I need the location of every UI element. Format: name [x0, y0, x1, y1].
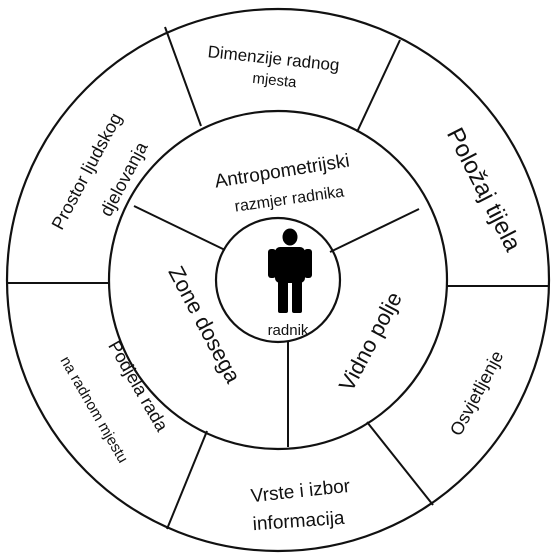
vidno-polje-text: Vidno polje: [334, 288, 407, 396]
divider-vrste-podjela: [166, 430, 208, 530]
vrste-line-2: informacija: [252, 508, 346, 535]
polozaj-text: Položaj tijela: [441, 123, 527, 256]
middle-circle: [107, 109, 449, 451]
outer-label-osvjetljenje: Osvjetljenje: [446, 347, 507, 439]
worker-torso: [275, 247, 305, 283]
divider-dimenzije-right: [356, 39, 401, 133]
divider-osvjetljenje-vrste: [366, 421, 434, 506]
worker-figure-icon: [268, 228, 312, 313]
dimenzije-line-2: mjesta: [252, 70, 298, 92]
antropometrijski-line-2: razmjer radnika: [234, 183, 346, 215]
outer-label-polozaj: Položaj tijela: [441, 123, 527, 256]
worker-right-arm: [304, 249, 312, 278]
worker-head: [282, 228, 298, 246]
divider-antropometrijski-zone: [133, 205, 226, 251]
worker-left-arm: [268, 249, 276, 278]
vrste-line-1: Vrste i izbor: [250, 476, 352, 507]
dimenzije-line-1: Dimenzije radnog: [207, 42, 341, 75]
inner-label-razmjer: razmjer radnika: [234, 183, 346, 215]
divider-dimenzije-left: [164, 26, 202, 127]
worker-right-leg: [292, 281, 302, 313]
outer-label-podjela-1: Podjela rada: [104, 337, 172, 435]
ring-circles: [5, 7, 551, 553]
outer-label-vrste-1: Vrste i izbor: [250, 476, 352, 507]
inner-circle: [214, 216, 342, 344]
outer-label-dimenzije-1: Dimenzije radnog: [207, 42, 341, 75]
outer-label-vrste-2: informacija: [252, 508, 346, 535]
podjela-line-1: Podjela rada: [104, 337, 172, 435]
center-label: radnik: [268, 322, 309, 339]
worker-left-leg: [278, 281, 288, 313]
divider-antropometrijski-vidno: [329, 208, 420, 253]
osvjetljenje-text: Osvjetljenje: [446, 347, 507, 439]
inner-label-vidno-polje: Vidno polje: [334, 288, 407, 396]
outer-label-dimenzije-2: mjesta: [252, 70, 298, 92]
inner-ring-dividers: [133, 205, 420, 447]
outer-ring-dividers: [7, 26, 549, 530]
outer-circle: [5, 7, 551, 553]
